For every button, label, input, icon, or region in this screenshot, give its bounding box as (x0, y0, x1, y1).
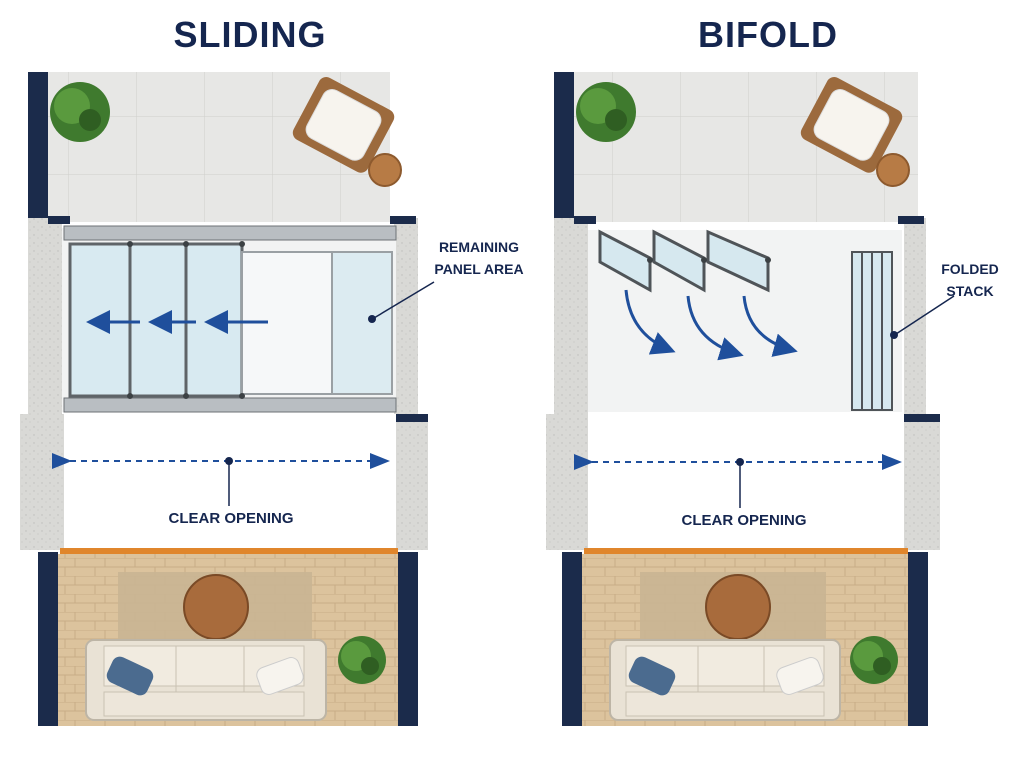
wall (562, 552, 582, 726)
bifold-moving-panels (598, 229, 770, 293)
wall (38, 552, 58, 726)
callout-line: FOLDED (941, 261, 999, 277)
folded-stack (851, 251, 893, 411)
wall (28, 218, 62, 414)
wall (48, 216, 70, 224)
arrow-icon (624, 289, 798, 361)
wall (904, 218, 926, 414)
door-track (63, 397, 397, 413)
door-track (63, 225, 397, 241)
callout-line: REMAINING (438, 239, 520, 255)
plant-icon (576, 82, 636, 142)
callout-pointer (373, 281, 435, 319)
side-table-icon (368, 153, 402, 187)
sofa-icon (609, 639, 841, 721)
coffee-table-icon (183, 574, 249, 640)
clear-opening-zone (588, 414, 904, 550)
sliding-title: SLIDING (173, 14, 327, 55)
sliding-panel (20, 72, 435, 726)
wall (574, 216, 596, 224)
threshold (60, 548, 398, 554)
bifold-title: BIFOLD (698, 14, 838, 55)
remaining-panel-callout: REMAINING PANEL AREA (424, 236, 534, 280)
callout-pointer (895, 295, 955, 335)
wall (396, 414, 428, 422)
wall (398, 552, 418, 726)
plant-icon (850, 636, 898, 684)
wall (390, 216, 416, 224)
coffee-table-icon (705, 574, 771, 640)
wall (904, 414, 940, 550)
wall (20, 414, 64, 550)
plant-icon (338, 636, 386, 684)
plant-icon (50, 82, 110, 142)
wall (546, 414, 588, 550)
sliding-clear-opening-label: CLEAR OPENING (168, 510, 294, 527)
callout-line: STACK (946, 283, 994, 299)
wall (908, 552, 928, 726)
folded-stack-callout: FOLDED STACK (930, 258, 1010, 302)
callout-line: PANEL AREA (434, 261, 524, 277)
side-table-icon (876, 153, 910, 187)
wall (554, 218, 588, 414)
sofa-icon (85, 639, 327, 721)
bifold-clear-opening-label: CLEAR OPENING (681, 512, 807, 529)
wall (554, 72, 574, 220)
wall (898, 216, 924, 224)
sliding-glass-panels (68, 242, 393, 398)
clear-opening-zone (64, 414, 396, 550)
wall (28, 72, 48, 220)
armchair-icon (292, 77, 395, 173)
armchair-icon (800, 77, 903, 173)
threshold (584, 548, 908, 554)
wall (394, 218, 418, 414)
wall (904, 414, 940, 422)
wall (396, 414, 428, 550)
bifold-panel (546, 72, 955, 726)
